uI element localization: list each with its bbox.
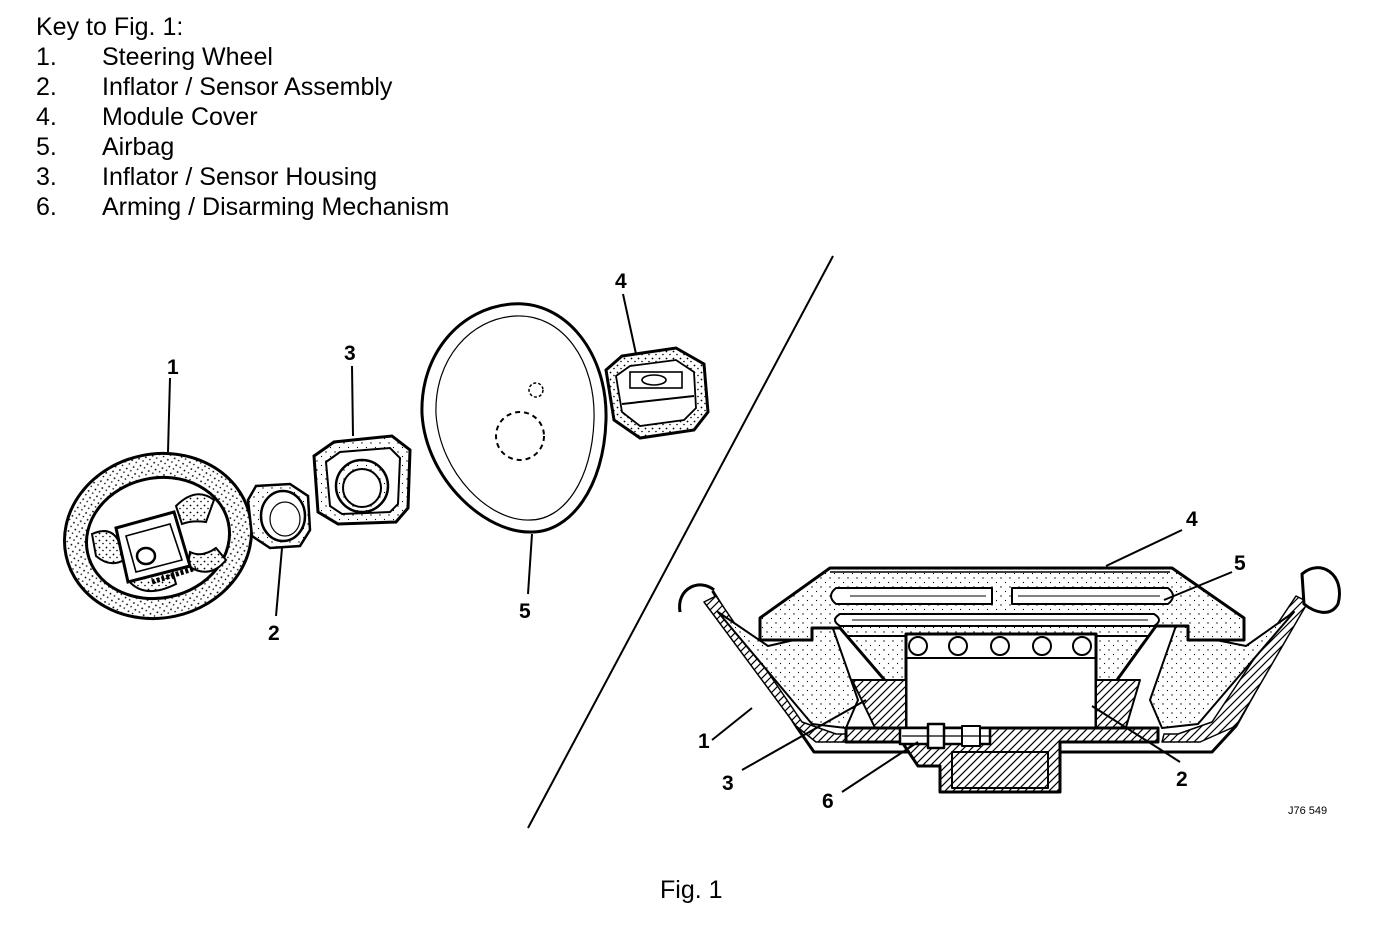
callout-section-5: 5 (1234, 552, 1246, 575)
leader-line (711, 707, 753, 741)
callout-5: 5 (519, 600, 531, 623)
leader-line (1105, 529, 1183, 567)
key-item: 3. Inflator / Sensor Housing (36, 162, 449, 192)
callout-section-1: 1 (698, 730, 710, 753)
callout-section-4: 4 (1186, 508, 1198, 531)
inflator-sensor-assembly-drawing (246, 482, 312, 550)
key-item-label: Arming / Disarming Mechanism (102, 193, 450, 221)
leader-line (1091, 705, 1181, 763)
key-item-number: 5. (36, 133, 57, 161)
figure-key: Key to Fig. 1: 1. Steering Wheel 2. Inflat… (36, 12, 449, 222)
key-title: Key to Fig. 1: (36, 13, 184, 41)
callout-section-6: 6 (822, 790, 834, 813)
figure-caption: Fig. 1 (660, 876, 723, 904)
leader-line (841, 741, 919, 793)
key-item-label: Inflator / Sensor Assembly (102, 73, 393, 101)
key-item-number: 4. (36, 103, 57, 131)
leader-line (1163, 571, 1233, 601)
key-item-number: 2. (36, 73, 57, 101)
key-item: 4. Module Cover (36, 102, 449, 132)
key-item: 6. Arming / Disarming Mechanism (36, 192, 449, 222)
key-item-label: Inflator / Sensor Housing (102, 163, 378, 191)
callout-2: 2 (268, 622, 280, 645)
key-item: 2. Inflator / Sensor Assembly (36, 72, 449, 102)
callout-1: 1 (167, 356, 179, 379)
callout-section-2: 2 (1176, 768, 1188, 791)
drawing-code: J76 549 (1288, 805, 1327, 817)
key-item: 5. Airbag (36, 132, 449, 162)
steering-wheel-drawing (62, 451, 254, 621)
key-item-label: Module Cover (102, 103, 258, 131)
section-view-drawing (678, 566, 1341, 794)
leader-line (741, 699, 867, 771)
key-item: 1. Steering Wheel (36, 42, 449, 72)
inflator-sensor-housing-drawing (312, 434, 412, 526)
callout-3: 3 (344, 342, 356, 365)
leader-line (351, 365, 354, 437)
key-item-number: 6. (36, 193, 57, 221)
leader-line (527, 533, 533, 595)
key-item-number: 1. (36, 43, 57, 71)
key-item-label: Airbag (102, 133, 175, 161)
leader-line (167, 377, 171, 453)
module-cover-drawing (604, 346, 710, 440)
callout-section-3: 3 (722, 772, 734, 795)
key-item-number: 3. (36, 163, 57, 191)
leader-line (275, 547, 283, 617)
divider-line (527, 255, 834, 829)
leader-line (622, 293, 637, 355)
callout-4: 4 (615, 270, 627, 293)
key-item-label: Steering Wheel (102, 43, 273, 71)
airbag-drawing (420, 302, 608, 534)
